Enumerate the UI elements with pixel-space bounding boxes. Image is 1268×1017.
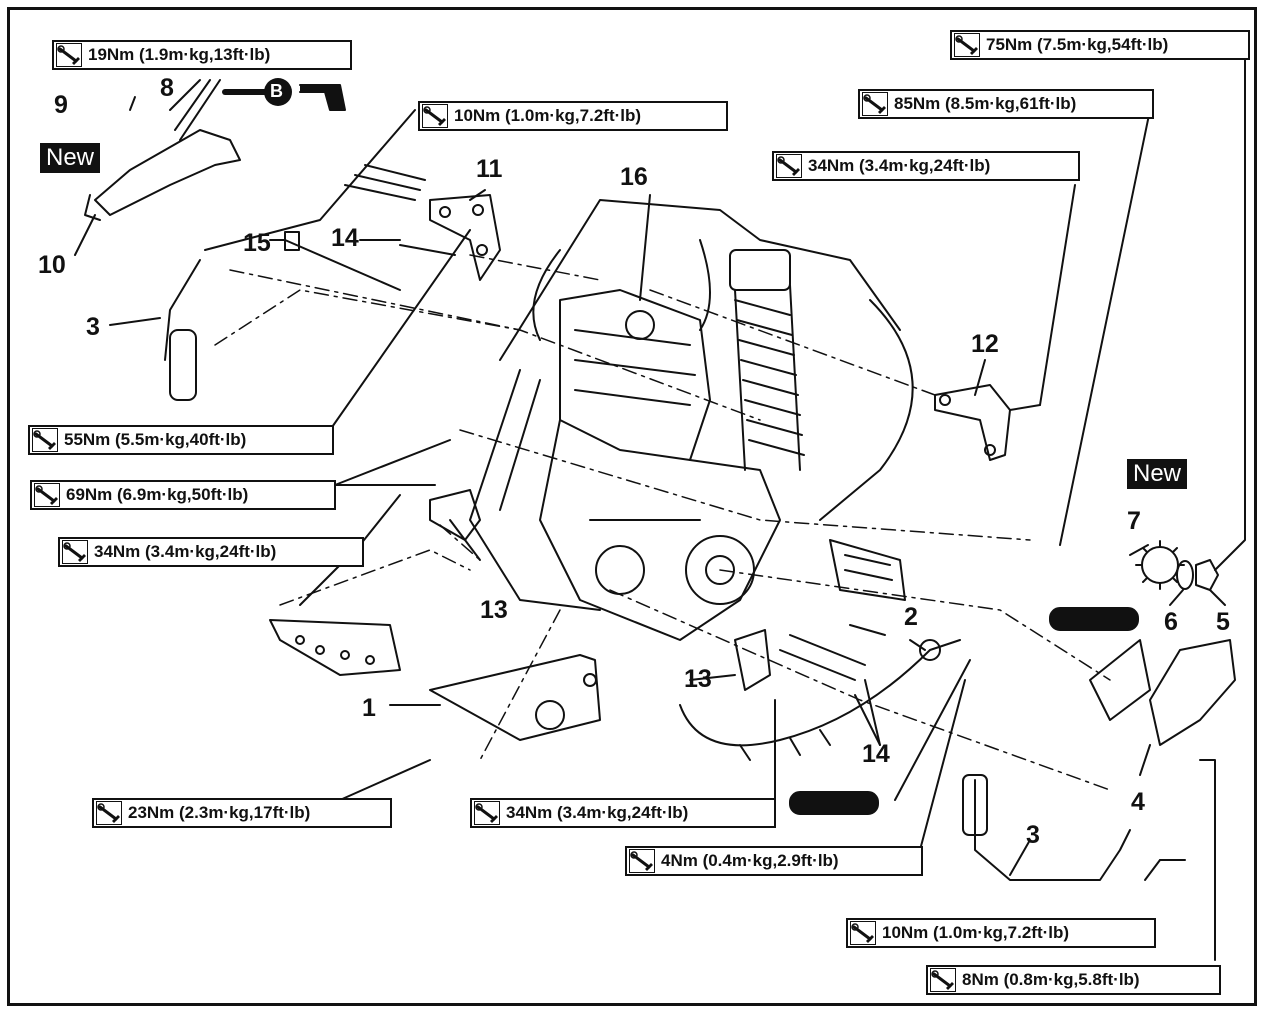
torque-wrench-icon: [776, 154, 802, 178]
torque-spec-34nm-left: 34Nm (3.4m·kg,24ft·lb): [58, 537, 364, 567]
lubricant-symbol: B: [270, 81, 283, 101]
part-number-5: 5: [1216, 608, 1230, 636]
torque-spec-text: 34Nm (3.4m·kg,24ft·lb): [94, 542, 277, 561]
torque-wrench-icon: [954, 33, 980, 57]
torque-spec-text: 75Nm (7.5m·kg,54ft·lb): [986, 35, 1169, 54]
torque-spec-85nm: 85Nm (8.5m·kg,61ft·lb): [858, 89, 1154, 119]
torque-wrench-icon: [474, 801, 500, 825]
torque-wrench-icon: [32, 428, 58, 452]
torque-spec-69nm: 69Nm (6.9m·kg,50ft·lb): [30, 480, 336, 510]
torque-spec-text: 19Nm (1.9m·kg,13ft·lb): [88, 45, 271, 64]
torque-spec-text: 55Nm (5.5m·kg,40ft·lb): [64, 430, 247, 449]
part-number-3: 3: [86, 313, 100, 341]
part-number-4: 4: [1131, 788, 1145, 816]
torque-wrench-icon: [850, 921, 876, 945]
torque-spec-text: 23Nm (2.3m·kg,17ft·lb): [128, 803, 311, 822]
torque-spec-34nm-lower: 34Nm (3.4m·kg,24ft·lb): [470, 798, 776, 828]
part-number-9: 9: [54, 91, 68, 119]
part-number-1: 1: [362, 694, 376, 722]
part-number-3: 3: [1026, 821, 1040, 849]
torque-spec-75nm: 75Nm (7.5m·kg,54ft·lb): [950, 30, 1250, 60]
torque-spec-text: 34Nm (3.4m·kg,24ft·lb): [506, 803, 689, 822]
part-number-14: 14: [331, 224, 359, 252]
torque-wrench-icon: [862, 92, 888, 116]
torque-spec-text: 8Nm (0.8m·kg,5.8ft·lb): [962, 970, 1140, 989]
torque-spec-34nm-upper: 34Nm (3.4m·kg,24ft·lb): [772, 151, 1080, 181]
torque-spec-8nm: 8Nm (0.8m·kg,5.8ft·lb): [926, 965, 1221, 995]
part-number-2: 2: [904, 603, 918, 631]
torque-spec-text: 4Nm (0.4m·kg,2.9ft·lb): [661, 851, 839, 870]
torque-spec-10nm-upper: 10Nm (1.0m·kg,7.2ft·lb): [418, 101, 728, 131]
part-number-12: 12: [971, 330, 999, 358]
part-number-11: 11: [476, 155, 503, 183]
torque-spec-text: 10Nm (1.0m·kg,7.2ft·lb): [454, 106, 642, 125]
torque-spec-19nm: 19Nm (1.9m·kg,13ft·lb): [52, 40, 352, 70]
torque-wrench-icon: [34, 483, 60, 507]
part-number-10: 10: [38, 251, 66, 279]
torque-wrench-icon: [62, 540, 88, 564]
part-number-13: 13: [684, 665, 712, 693]
torque-wrench-icon: [96, 801, 122, 825]
torque-spec-4nm: 4Nm (0.4m·kg,2.9ft·lb): [625, 846, 923, 876]
part-number-14: 14: [862, 740, 890, 768]
part-number-16: 16: [620, 163, 648, 191]
torque-wrench-icon: [930, 968, 956, 992]
part-number-7: 7: [1127, 507, 1141, 535]
torque-spec-text: 34Nm (3.4m·kg,24ft·lb): [808, 156, 991, 175]
torque-spec-23nm: 23Nm (2.3m·kg,17ft·lb): [92, 798, 392, 828]
part-number-6: 6: [1164, 608, 1178, 636]
new-part-tag: New: [1127, 459, 1188, 490]
part-number-13: 13: [480, 596, 508, 624]
torque-spec-text: 85Nm (8.5m·kg,61ft·lb): [894, 94, 1077, 113]
torque-wrench-icon: [629, 849, 655, 873]
torque-wrench-icon: [56, 43, 82, 67]
part-number-15: 15: [243, 229, 271, 257]
torque-spec-text: 10Nm (1.0m·kg,7.2ft·lb): [882, 923, 1070, 942]
torque-wrench-icon: [422, 104, 448, 128]
torque-spec-text: 69Nm (6.9m·kg,50ft·lb): [66, 485, 249, 504]
part-number-8: 8: [160, 74, 174, 102]
torque-spec-10nm-lower: 10Nm (1.0m·kg,7.2ft·lb): [846, 918, 1156, 948]
torque-spec-55nm: 55Nm (5.5m·kg,40ft·lb): [28, 425, 334, 455]
new-part-tag: New: [40, 143, 101, 174]
